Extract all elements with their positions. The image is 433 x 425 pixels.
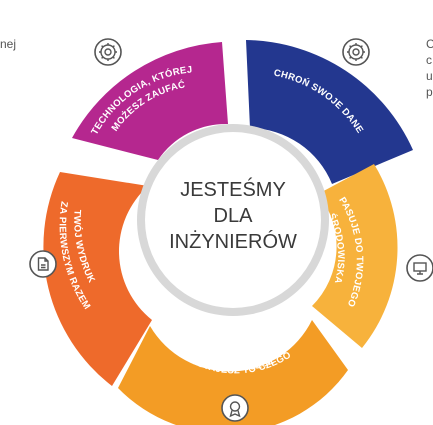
- segment-fits-environment: [312, 164, 398, 348]
- side-text-right-line: C: [426, 37, 433, 51]
- side-text-right-line: p: [426, 85, 433, 99]
- segment-protect-data: [246, 40, 413, 184]
- award-icon: [221, 394, 249, 422]
- gear-icon: [94, 38, 122, 66]
- segment-first-print: [43, 172, 153, 386]
- gear-icon: [342, 38, 370, 66]
- center-title-line3: INŻYNIERÓW: [169, 230, 297, 253]
- side-text-right-line: c: [426, 53, 432, 67]
- side-text-left: nej: [0, 37, 17, 51]
- center-title-line2: DLA: [214, 205, 254, 227]
- monitor-icon: [406, 254, 433, 282]
- wheel-segments: [43, 40, 413, 425]
- document-icon: [29, 250, 57, 278]
- center-title-line1: JESTEŚMY: [180, 177, 286, 201]
- side-text-right: C c u p: [426, 36, 433, 100]
- side-text-right-line: u: [426, 69, 433, 83]
- segment-get-what-you-expect: [118, 320, 348, 425]
- hub: [145, 132, 321, 308]
- segment-technology: [72, 42, 228, 160]
